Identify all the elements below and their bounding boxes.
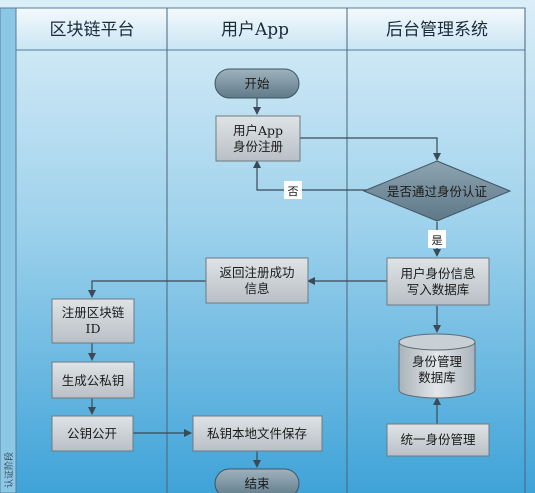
lane-header-bar <box>15 7 526 51</box>
node-gen-keys-label: 生成公私钥 <box>62 373 125 388</box>
stage-side-label: 认证阶段 <box>3 452 15 488</box>
node-identity-db-line1: 身份管理 <box>412 354 463 369</box>
node-identity-db-line2: 数据库 <box>418 370 456 385</box>
node-register-chain-id <box>51 298 135 344</box>
node-unified-identity-label: 统一身份管理 <box>400 432 476 447</box>
edge-label-no-bg <box>284 181 302 199</box>
node-privkey-save-label: 私钥本地文件保存 <box>207 426 307 441</box>
node-decision <box>362 160 512 222</box>
node-user-info-db <box>386 257 490 306</box>
node-end <box>214 468 300 493</box>
node-user-info-db-line1: 用户身份信息 <box>400 266 475 281</box>
node-return-success-line1: 返回注册成功 <box>219 265 294 280</box>
stage-side-band <box>0 7 17 493</box>
node-register-chain-id-line1: 注册区块链 <box>62 305 125 320</box>
edge-label-no: 否 <box>288 185 299 198</box>
node-pubkey-public <box>51 415 134 452</box>
edge-register-to-decision <box>300 137 441 161</box>
node-end-label: 结束 <box>244 476 270 491</box>
node-decision-label: 是否通过身份认证 <box>387 184 488 199</box>
edge-return-to-chainid <box>88 280 206 298</box>
node-start <box>214 68 300 99</box>
node-register-line1: 用户App <box>233 123 283 138</box>
lane-title-blockchain: 区块链平台 <box>50 20 135 40</box>
node-register <box>215 115 301 162</box>
node-privkey-save <box>192 415 323 452</box>
node-start-label: 开始 <box>244 76 270 91</box>
edge-label-yes: 是 <box>432 234 443 247</box>
node-return-success-line2: 信息 <box>244 281 269 296</box>
node-identity-db <box>398 333 476 399</box>
node-register-chain-id-line2: ID <box>86 321 101 336</box>
node-gen-keys <box>51 361 135 399</box>
edge-decision-no <box>253 160 372 191</box>
node-return-success <box>205 257 309 304</box>
node-pubkey-public-label: 公钥公开 <box>67 426 117 441</box>
lane-title-backend: 后台管理系统 <box>386 20 488 40</box>
lane-title-user-app: 用户App <box>221 20 289 40</box>
node-user-info-db-line2: 写入数据库 <box>407 282 470 297</box>
node-register-line2: 身份注册 <box>233 139 283 154</box>
edge-label-yes-bg <box>428 230 446 248</box>
node-unified-identity <box>386 423 490 457</box>
